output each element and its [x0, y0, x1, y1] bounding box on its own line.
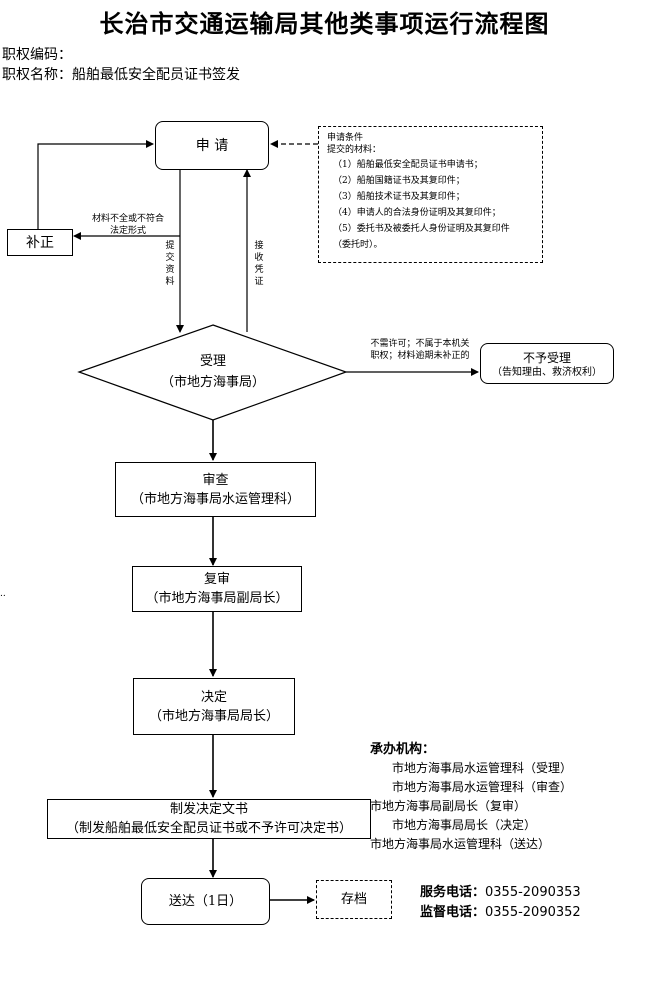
supervise-phone-label: 监督电话： — [420, 905, 486, 920]
decide-node: 决定 （市地方海事局局长） — [133, 678, 295, 735]
recheck-org: （市地方海事局副局长） — [145, 591, 289, 606]
accept-org: （市地方海事局） — [160, 375, 265, 390]
supervise-phone-row: 监督电话：0355-2090352 — [420, 903, 581, 923]
incomplete-label-line2: 法定形式 — [109, 226, 146, 236]
condition-item: （2）船舶国籍证书及其复印件； — [333, 176, 465, 186]
conditions-subheader: 提交的材料： — [327, 145, 382, 155]
submit-label: 提交资料 — [165, 241, 175, 287]
deliver-node: 送达（1日） — [141, 878, 270, 925]
condition-item: （4）申请人的合法身份证明及其复印件； — [333, 208, 501, 218]
review-org: （市地方海事局水运管理科） — [130, 491, 300, 507]
deliver-label: 送达（1日） — [168, 894, 243, 909]
issue-title: 制发决定文书 — [169, 802, 248, 817]
supervise-phone-number: 0355-2090352 — [485, 905, 581, 920]
archive-label: 存档 — [340, 892, 367, 907]
agencies-header: 承办机构： — [370, 742, 436, 757]
decide-title: 决定 — [200, 689, 227, 705]
agency-item: 市地方海事局局长（决定） — [392, 818, 537, 832]
agency-item: 市地方海事局水运管理科（送达） — [370, 837, 551, 851]
reject-title: 不予受理 — [522, 350, 571, 365]
archive-node: 存档 — [316, 880, 392, 919]
stray-mark: .. — [0, 589, 6, 599]
incomplete-label: 材料不全或不符合 法定形式 — [76, 213, 180, 237]
agency-item: 市地方海事局副局长（复审） — [370, 799, 527, 813]
reject-node: 不予受理 （告知理由、救济权利） — [480, 343, 614, 384]
decide-org: （市地方海事局局长） — [148, 708, 279, 724]
agency-item: 市地方海事局水运管理科（审查） — [392, 780, 573, 794]
condition-item: （5）委托书及被委托人身份证明及其复印件 — [333, 224, 510, 234]
agency-item: 市地方海事局水运管理科（受理） — [392, 761, 573, 775]
issue-node: 制发决定文书 （制发船舶最低安全配员证书或不予许可决定书） — [47, 799, 371, 839]
recheck-title: 复审 — [203, 572, 230, 587]
reject-note: （告知理由、救济权利） — [492, 366, 602, 378]
apply-label: 申 请 — [195, 137, 229, 154]
conditions-header: 申请条件 — [327, 133, 364, 143]
supplement-label: 补正 — [26, 234, 54, 251]
authority-name: 职权名称：船舶最低安全配员证书签发 — [2, 67, 240, 83]
authority-code: 职权编码： — [2, 47, 72, 63]
accept-title: 受理 — [199, 354, 226, 369]
apply-node: 申 请 — [155, 121, 269, 170]
service-phone-label: 服务电话： — [420, 885, 486, 900]
recheck-node: 复审 （市地方海事局副局长） — [132, 566, 302, 612]
condition-item: （委托时）。 — [333, 240, 383, 250]
reject-condition-line1: 不需许可；不属于本机关 — [370, 339, 470, 349]
application-conditions: 申请条件 提交的材料： （1）船舶最低安全配员证书申请书； （2）船舶国籍证书及… — [318, 126, 543, 263]
review-node: 审查 （市地方海事局水运管理科） — [115, 462, 316, 517]
issue-detail: （制发船舶最低安全配员证书或不予许可决定书） — [65, 821, 352, 836]
reject-condition-label: 不需许可；不属于本机关 职权；材料逾期未补正的 — [360, 338, 480, 362]
page-title: 长治市交通运输局其他类事项运行流程图 — [99, 10, 550, 38]
condition-item: （1）船舶最低安全配员证书申请书； — [333, 160, 483, 170]
handling-agencies: 承办机构： 市地方海事局水运管理科（受理） 市地方海事局水运管理科（审查） 市地… — [370, 740, 572, 854]
service-phone-number: 0355-2090353 — [485, 885, 581, 900]
condition-item: （3）船舶技术证书及其复印件； — [333, 192, 465, 202]
review-title: 审查 — [202, 472, 229, 488]
reject-condition-line2: 职权；材料逾期未补正的 — [370, 351, 470, 361]
arrow-supplement-to-apply — [37, 140, 154, 229]
contact-phones: 服务电话：0355-2090353 监督电话：0355-2090352 — [420, 883, 581, 923]
incomplete-label-line1: 材料不全或不符合 — [91, 214, 164, 224]
receipt-label: 接收凭证 — [254, 241, 264, 287]
supplement-node: 补正 — [7, 229, 73, 256]
service-phone-row: 服务电话：0355-2090353 — [420, 883, 581, 903]
